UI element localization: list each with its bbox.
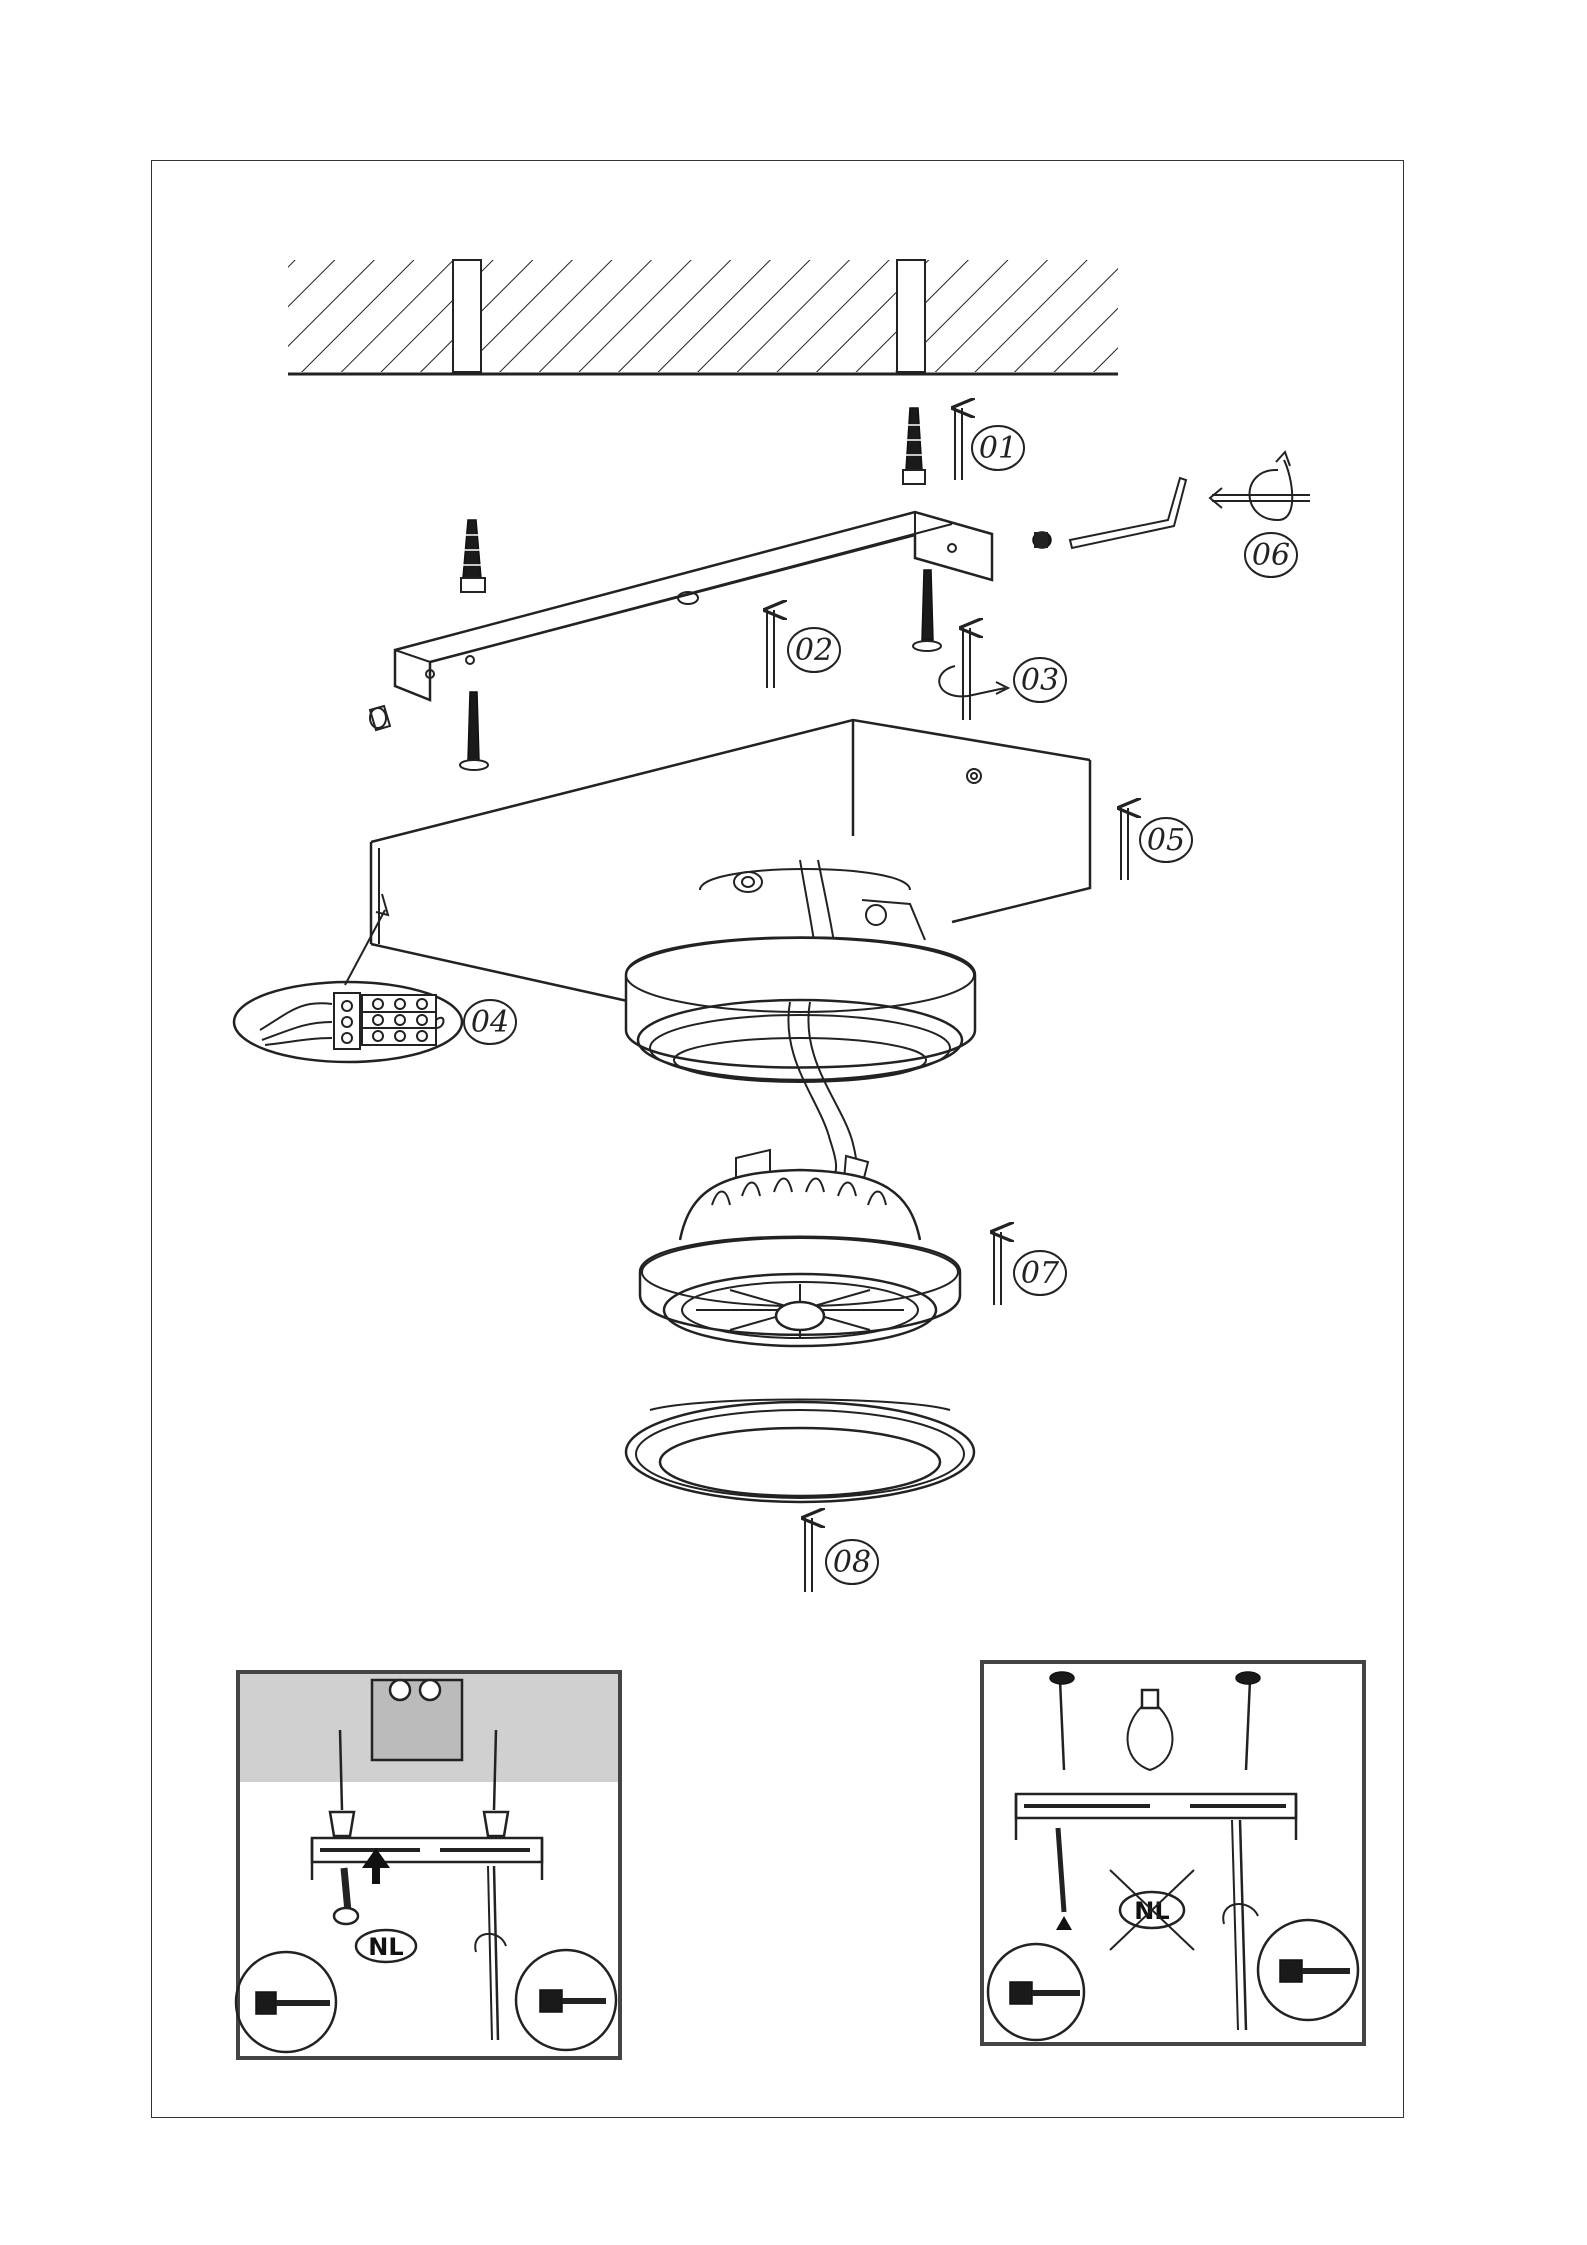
inset-right: NL — [982, 1662, 1364, 2044]
front-ring — [626, 1400, 974, 1503]
step-label-07: 07 — [1014, 1251, 1066, 1295]
rotate-arrow-icon — [939, 628, 1008, 720]
wall-plug-icon — [903, 408, 925, 484]
svg-text:NL: NL — [368, 1933, 403, 1961]
svg-text:02: 02 — [795, 633, 833, 668]
ceiling — [288, 260, 1118, 374]
halogen-lamp — [640, 1150, 960, 1346]
svg-text:04: 04 — [471, 1005, 509, 1040]
step-label-05: 05 — [1140, 818, 1192, 862]
screw-icon — [913, 570, 941, 651]
svg-text:01: 01 — [979, 431, 1017, 466]
step-label-06: 06 — [1245, 533, 1297, 577]
step-label-08: 08 — [826, 1540, 878, 1584]
svg-text:08: 08 — [833, 1545, 871, 1580]
svg-text:07: 07 — [1021, 1256, 1060, 1291]
step-label-04: 04 — [464, 1000, 516, 1044]
wall-plug-icon — [461, 520, 485, 592]
svg-text:06: 06 — [1252, 538, 1290, 573]
inset-left: NL — [236, 1672, 620, 2058]
small-screw-icon — [370, 706, 390, 730]
rotate-arrow-icon — [1210, 452, 1310, 520]
svg-text:03: 03 — [1021, 663, 1059, 698]
svg-text:05: 05 — [1147, 823, 1185, 858]
step-label-03: 03 — [1014, 658, 1066, 702]
mounting-bracket — [395, 512, 992, 700]
allen-key-icon — [1033, 478, 1186, 548]
step-label-02: 02 — [788, 628, 840, 672]
screw-icon — [460, 692, 488, 770]
step-label-01: 01 — [972, 426, 1024, 470]
